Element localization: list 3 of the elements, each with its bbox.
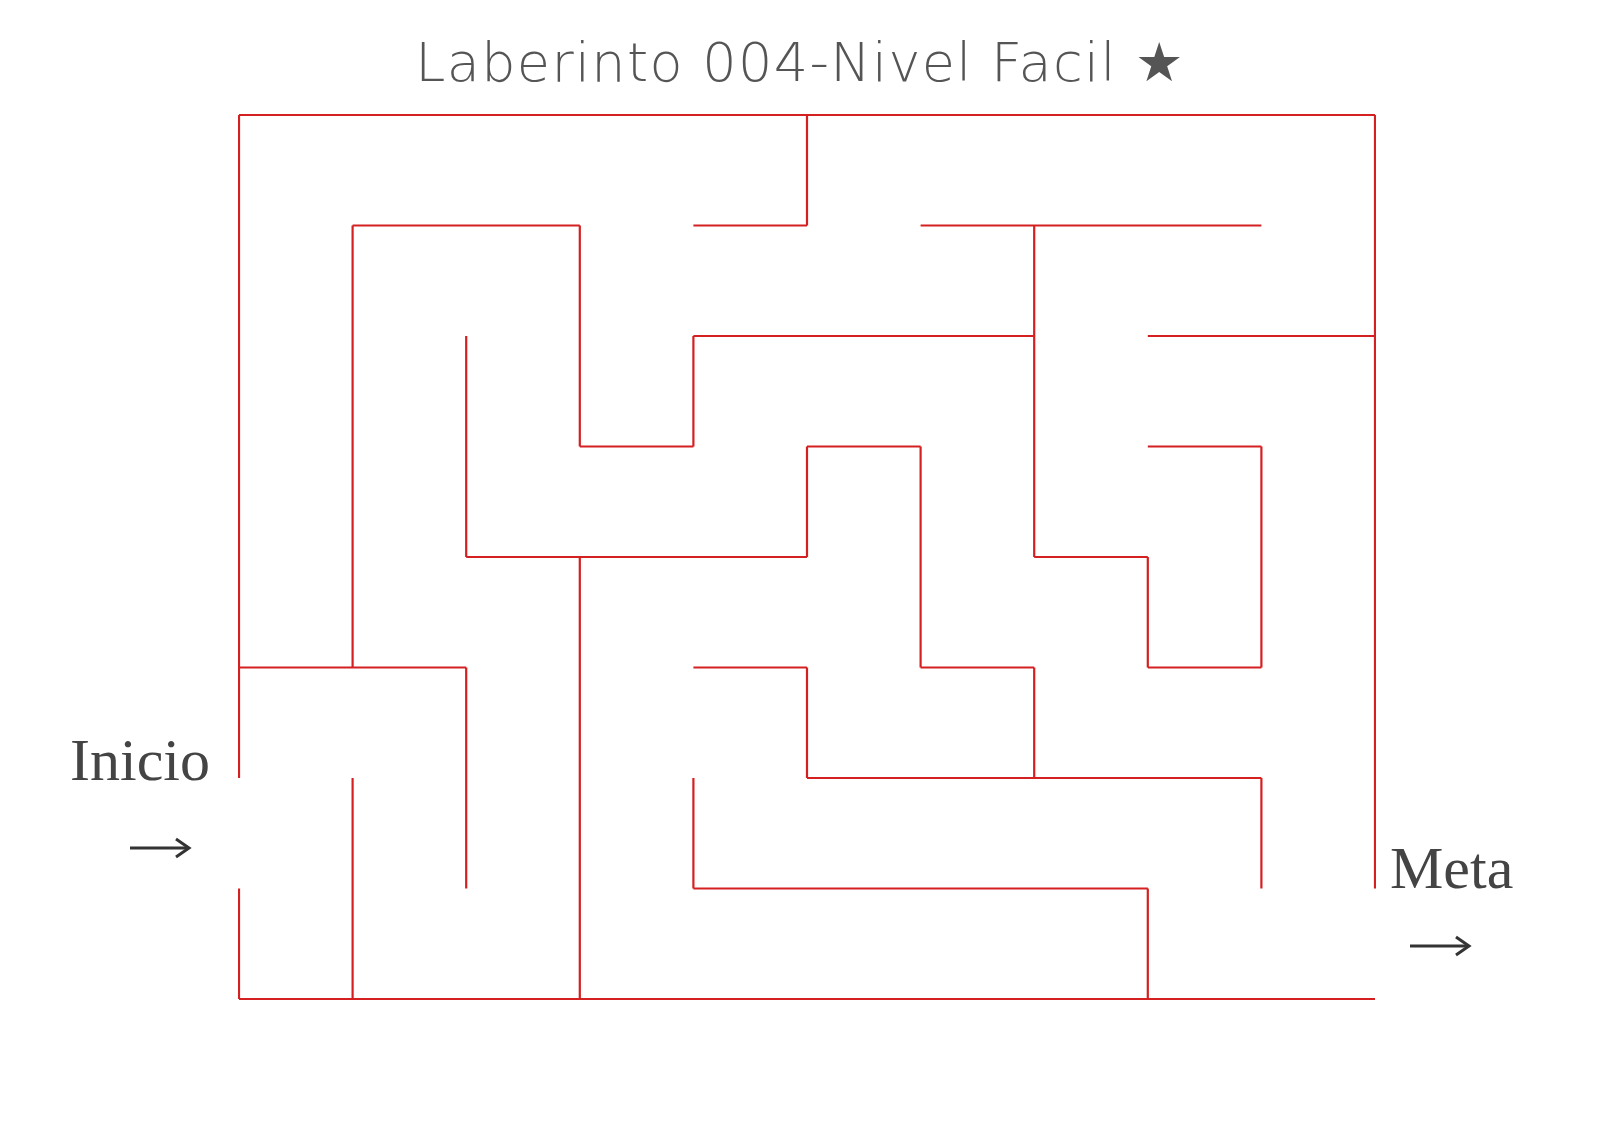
label: Inicio	[70, 730, 210, 790]
title: Laberinto 004-Nivel Facil ★	[414, 30, 1186, 96]
label: Meta	[1390, 838, 1514, 898]
